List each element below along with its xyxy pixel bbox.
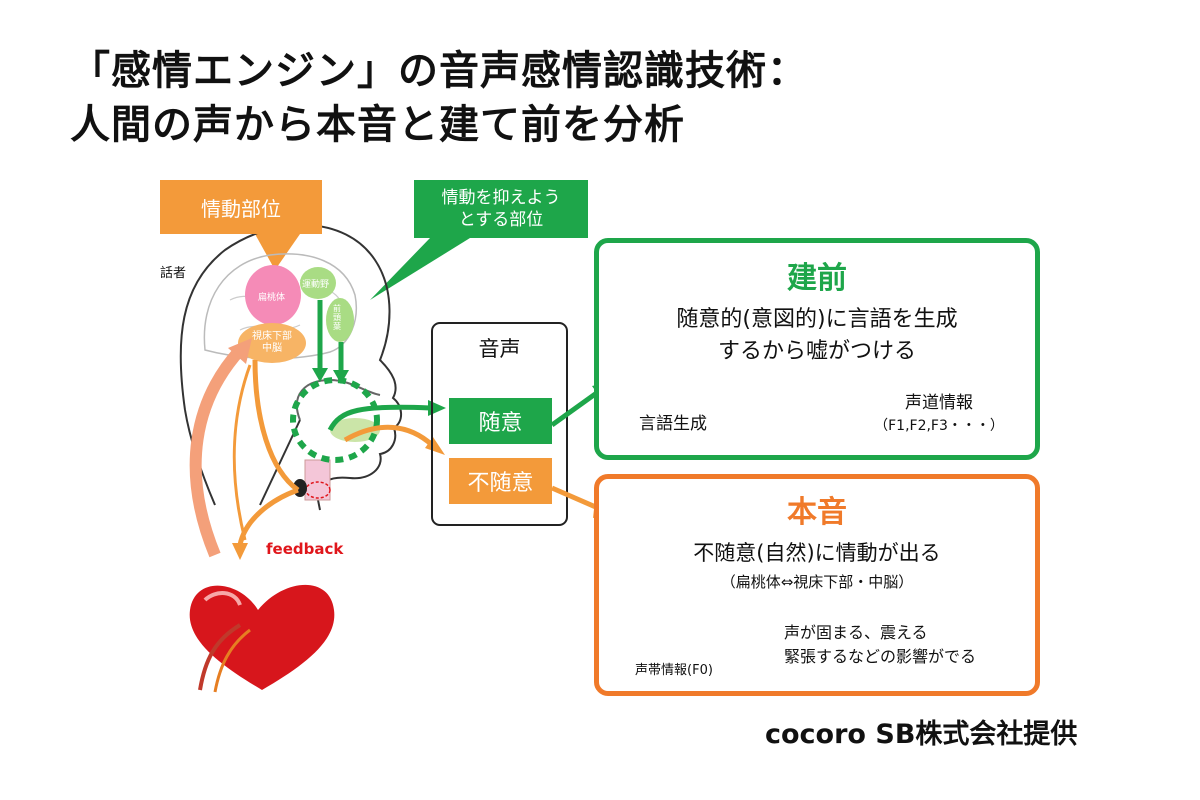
motor-down-arrow-head: [312, 368, 328, 382]
tatemae-heading: 建前: [787, 261, 847, 296]
to-voluntary-arrow-line: [327, 404, 431, 432]
hypothalamus-label: 視床下部 中脳: [246, 331, 298, 355]
larynx-to-heart-line: [237, 487, 299, 546]
larynx-shape: [304, 459, 331, 501]
honne-desc-2: （扁桃体⇔視床下部・中脳）: [720, 573, 914, 591]
to-involuntary-arrow-line: [343, 424, 434, 447]
voluntary-box: 随意: [449, 398, 552, 444]
suppress-callout-pointer: [370, 238, 470, 300]
vocal-tract: [295, 378, 381, 421]
title-line-2: 人間の声から本音と建て前を分析: [70, 102, 685, 148]
to-voluntary-arrow-head: [428, 400, 446, 416]
tatemae-desc-2: するから嘘がつける: [717, 339, 916, 364]
tongue-shape: [330, 418, 380, 442]
honne-effect-2: 緊張するなどの影響がでる: [784, 647, 977, 666]
honne-desc-1: 不随意(自然)に情動が出る: [693, 541, 941, 565]
prefrontal-shape: [326, 298, 354, 342]
suppress-region-label-1: 情動を抑えよう: [441, 187, 561, 208]
involuntary-label: 不随意: [467, 471, 534, 496]
feedback-label: feedback: [266, 540, 344, 558]
honne-panel: 本音 不随意(自然)に情動が出る （扁桃体⇔視床下部・中脳） 声帯情報(F0) …: [594, 474, 1040, 696]
to-involuntary-arrow-head: [425, 437, 445, 455]
larynx-to-heart-head: [232, 543, 248, 560]
emotion-region-callout: 情動部位: [160, 180, 322, 234]
involuntary-box: 不随意: [449, 458, 552, 504]
hypothalamus-to-heart-line: [232, 364, 252, 541]
honne-heading: 本音: [787, 495, 847, 530]
hypothalamus-to-larynx-line: [252, 359, 300, 493]
tatemae-flow-to-sub: （F1,F2,F3・・・）: [874, 418, 1004, 434]
emotion-region-label: 情動部位: [201, 196, 281, 221]
credit-text: cocoro SB株式会社提供: [765, 719, 1078, 750]
prefrontal-label: 前頭葉: [333, 304, 341, 331]
honne-vocal-label: 声帯情報(F0): [635, 663, 713, 678]
tatemae-panel: 建前 随意的(意図的)に言語を生成 するから嘘がつける 言語生成 声道情報 （F…: [594, 238, 1040, 460]
amygdala-shape: [245, 265, 301, 325]
voluntary-label: 随意: [478, 411, 523, 436]
tatemae-desc-1: 随意的(意図的)に言語を生成: [676, 307, 958, 332]
tatemae-flow-to: 声道情報: [905, 393, 973, 413]
suppress-region-label-2: とする部位: [458, 210, 544, 230]
heart-shape: [189, 584, 335, 690]
voluntary-to-tatemae-line: [550, 389, 600, 428]
suppress-region-callout: 情動を抑えよう とする部位: [414, 180, 588, 238]
hypothalamus-label-1: 視床下部: [252, 331, 292, 342]
heart-vessel-1: [198, 623, 242, 691]
feedback-arrow-line: [189, 345, 245, 558]
motor-area-shape: [300, 267, 336, 299]
heart-vessel-2: [213, 628, 251, 693]
speaker-label: 話者: [160, 266, 187, 281]
heart-highlight: [203, 591, 242, 606]
hypothalamus-label-2: 中脳: [262, 343, 282, 354]
honne-effect-1: 声が固まる、震える: [784, 623, 928, 642]
amygdala-label: 扁桃体: [258, 293, 286, 303]
motor-area-label: 運動野: [302, 280, 330, 290]
tatemae-flow-from: 言語生成: [639, 414, 707, 434]
voice-box-border: [431, 322, 568, 526]
feedback-arrow-head: [228, 338, 252, 364]
involuntary-to-honne-line: [551, 485, 599, 511]
head-outline: [179, 224, 402, 511]
title-line-1: 「感情エンジン」の音声感情認識技術：: [70, 48, 808, 94]
hypothalamus-shape: [238, 323, 306, 363]
voluntary-control-loop: [290, 377, 380, 463]
voice-title: 音声: [478, 337, 521, 361]
prefrontal-down-arrow-head: [333, 370, 349, 384]
emotion-callout-pointer: [255, 234, 300, 270]
